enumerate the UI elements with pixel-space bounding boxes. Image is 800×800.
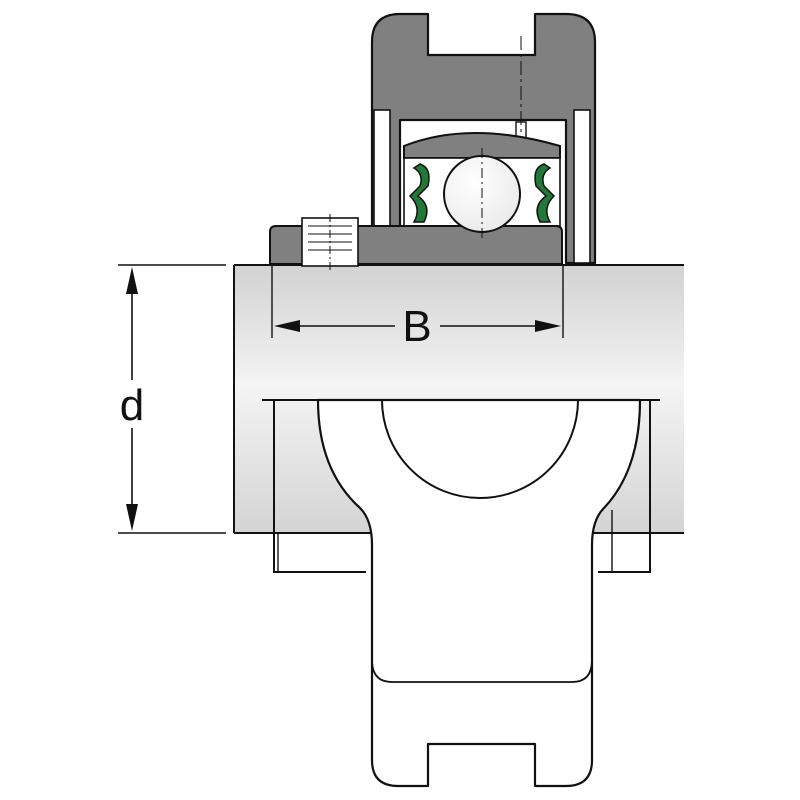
housing-slot-right — [573, 109, 591, 264]
dimension-b-label: B — [402, 302, 431, 351]
housing-lower — [262, 398, 660, 788]
housing-neck-line — [371, 659, 593, 683]
dimension-b: B — [271, 266, 564, 351]
set-screw — [301, 214, 359, 270]
dimension-b-arrow-right — [535, 320, 561, 332]
housing-lower-foot-right — [598, 400, 651, 573]
dimension-d-arrow-bottom — [126, 504, 138, 531]
dimension-d: d — [118, 264, 226, 534]
seal-right — [534, 163, 556, 223]
housing-lower-body — [316, 398, 642, 788]
seal-left — [408, 163, 430, 223]
housing-bore-arc — [381, 399, 579, 499]
outer-ring — [403, 132, 561, 159]
dimension-d-label: d — [120, 381, 144, 430]
dimension-d-arrow-top — [126, 267, 138, 294]
bearing-insert — [269, 132, 563, 270]
housing-lower-foot-left — [273, 400, 366, 573]
dimension-b-arrow-left — [274, 320, 300, 332]
